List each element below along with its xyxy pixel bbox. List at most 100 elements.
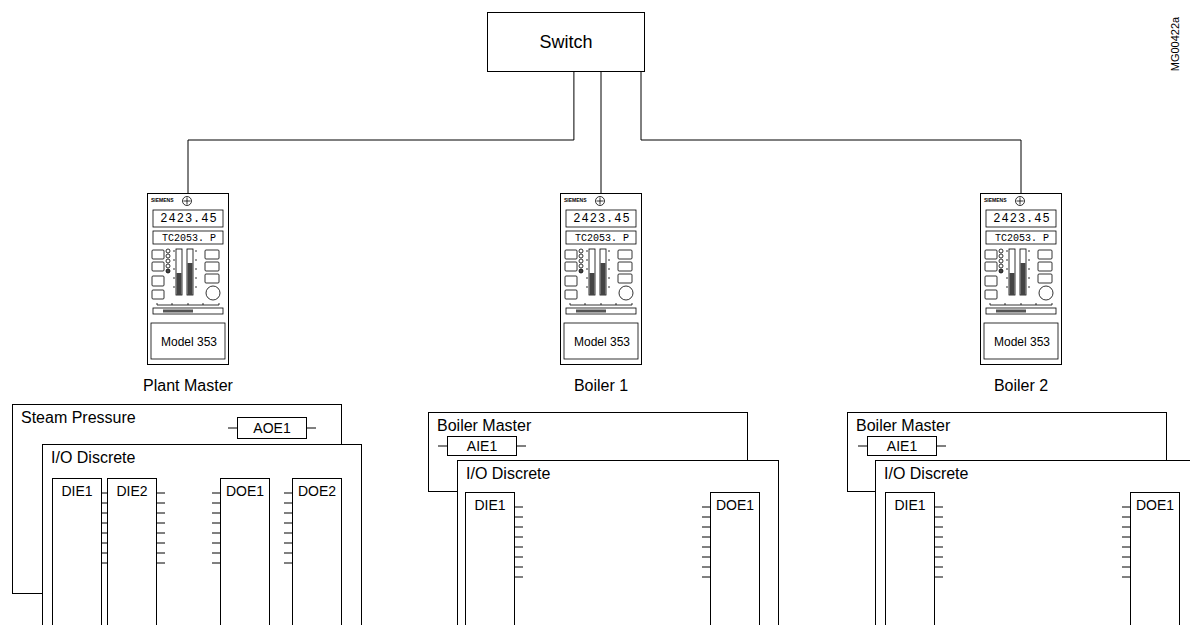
pin-line [228, 428, 237, 429]
pin-line [702, 567, 710, 568]
pin-line [157, 533, 165, 534]
display-value: 2423.45 [987, 211, 1057, 228]
box-label: I/O Discrete [884, 465, 968, 483]
pin-line [212, 533, 220, 534]
io-group: I/O DiscreteDIE1DOE1 [457, 460, 779, 625]
pin-line [157, 523, 165, 524]
pin-line [935, 577, 943, 578]
box-label: DOE1 [1131, 497, 1179, 513]
controller: SIEMENS2423.45TC2053. PModel 353Plant Ma… [147, 193, 229, 365]
io-group: I/O DiscreteDIE1 DOE1 [875, 460, 1190, 625]
pin-line [515, 547, 523, 548]
pin-line [1122, 537, 1130, 538]
input-block: DIE1 [52, 478, 102, 625]
controller-name: Plant Master [143, 377, 233, 395]
io-block: AIE1 [447, 436, 517, 456]
input-block: DIE1 [885, 492, 935, 625]
pin-line [157, 543, 165, 544]
pin-line [284, 523, 292, 524]
model-label: Model 353 [152, 324, 226, 360]
controller-faceplate [984, 197, 1058, 360]
box-label: DOE2 [293, 483, 341, 499]
pin-line [935, 527, 943, 528]
pin-line [284, 553, 292, 554]
box-label: DIE1 [466, 497, 514, 513]
pin-line [935, 537, 943, 538]
pin-line [702, 507, 710, 508]
pin-line [157, 563, 165, 564]
tag-display: TC2053. P [987, 232, 1057, 245]
tag-display: TC2053. P [154, 232, 224, 245]
box-label: AOE1 [238, 418, 306, 438]
box-label: DIE1 [53, 483, 101, 499]
pin-line [157, 493, 165, 494]
pin-line [1122, 557, 1130, 558]
pin-line [515, 507, 523, 508]
pin-line [515, 577, 523, 578]
pin-line [702, 517, 710, 518]
box-label: DOE1 [221, 483, 269, 499]
box-label: Boiler Master [437, 417, 531, 435]
pin-line [157, 503, 165, 504]
box-label: I/O Discrete [466, 465, 550, 483]
terminal-pins [221, 479, 269, 625]
pin-line [1122, 577, 1130, 578]
pin-line [157, 553, 165, 554]
io-block: AOE1 [237, 417, 307, 439]
pin-line [1122, 527, 1130, 528]
pin-line [935, 517, 943, 518]
pin-line [702, 557, 710, 558]
pin-line [702, 577, 710, 578]
box-label: Steam Pressure [21, 409, 136, 427]
box-label: DIE2 [108, 483, 156, 499]
pin-line [858, 446, 867, 447]
pin-line [212, 503, 220, 504]
pin-line [284, 503, 292, 504]
pin-line [702, 537, 710, 538]
controller: SIEMENS2423.45TC2053. PModel 353Boiler 2 [980, 193, 1062, 365]
pin-line [517, 446, 526, 447]
pin-line [212, 563, 220, 564]
pin-line [284, 493, 292, 494]
pin-line [702, 527, 710, 528]
pin-line [1122, 567, 1130, 568]
box-label: I/O Discrete [51, 449, 135, 467]
function-block: Boiler MasterAIE1I/O DiscreteDIE1DOE1 [428, 412, 748, 492]
controller-name: Boiler 1 [574, 377, 628, 395]
pin-line [157, 513, 165, 514]
pin-line [935, 547, 943, 548]
pin-line [212, 543, 220, 544]
function-block: Boiler MasterAIE1I/O DiscreteDIE1DOE1 [847, 412, 1167, 492]
pin-line [212, 513, 220, 514]
box-label: Switch [488, 13, 644, 71]
function-block: Steam PressureAOE1I/O DiscreteDIE1 DIE2 DO… [12, 404, 342, 594]
pin-line [212, 493, 220, 494]
pin-line [515, 537, 523, 538]
pin-line [284, 543, 292, 544]
drawing-number: MG00422a [1169, 17, 1181, 71]
pin-line [937, 446, 946, 447]
pin-line [515, 567, 523, 568]
pin-line [935, 507, 943, 508]
display-value: 2423.45 [154, 211, 224, 228]
pin-line [307, 428, 316, 429]
output-block: DOE1 [220, 478, 270, 625]
brand-text: SIEMENS [151, 197, 174, 203]
box-label: AIE1 [448, 437, 516, 455]
pin-line [1122, 517, 1130, 518]
network-cable [601, 72, 602, 193]
box-label: Boiler Master [856, 417, 950, 435]
output-block: DOE1 [1130, 492, 1180, 625]
terminal-pins [53, 479, 101, 625]
input-block: DIE1 [465, 492, 515, 625]
pin-line [284, 533, 292, 534]
pin-line [1122, 547, 1130, 548]
pin-line [515, 527, 523, 528]
display-value: 2423.45 [567, 211, 637, 228]
brand-text: SIEMENS [984, 197, 1007, 203]
terminal-pins [293, 479, 341, 625]
pin-line [212, 553, 220, 554]
controller: SIEMENS2423.45TC2053. PModel 353Boiler 1 [560, 193, 642, 365]
pin-line [702, 547, 710, 548]
tag-display: TC2053. P [567, 232, 637, 245]
